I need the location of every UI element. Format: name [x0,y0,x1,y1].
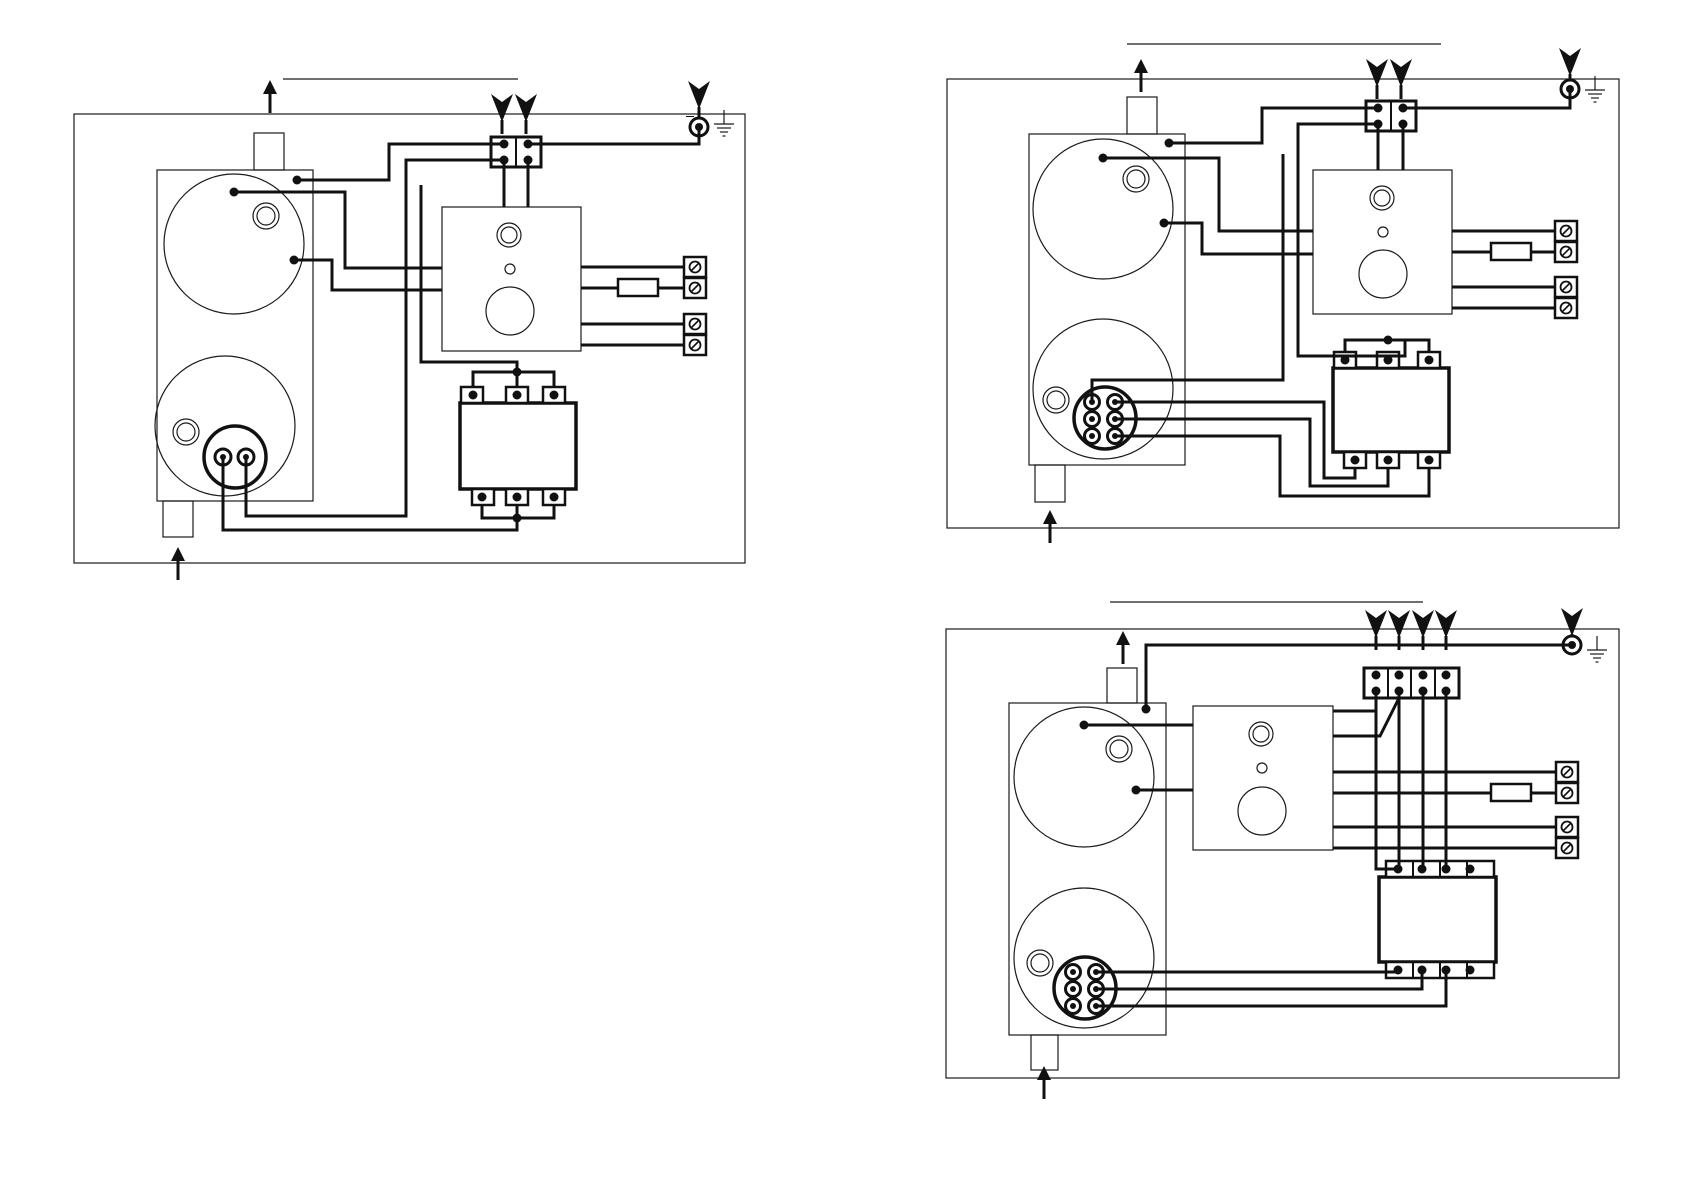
controller-box [1313,170,1452,314]
outlet-arrow-icon [1116,631,1130,664]
earth-icon [1587,636,1607,662]
tank-body [157,170,313,501]
screw-terminal-icon [1555,221,1577,241]
controller-box [442,207,581,351]
outlet-pipe [254,133,284,170]
earth-icon [1585,76,1605,102]
outlet-pipe [1107,668,1137,703]
heater-terminal-ring [204,426,266,488]
contactor [1379,861,1496,978]
outlet-pipe [1127,97,1157,134]
heater-flange [1033,319,1173,459]
controller-box [1193,706,1333,850]
inlet-pipe [1031,1035,1058,1070]
inlet-pipe [163,501,193,537]
fuse-icon [618,279,658,296]
diagram-single-phase [74,79,745,580]
diagram-three-phase-3-wire [947,44,1619,543]
fuse-icon [1491,243,1531,260]
wire [1146,645,1572,709]
outlet-arrow-icon [263,80,277,113]
enclosure-frame [946,629,1619,1078]
inlet-arrow-icon [1037,1066,1051,1099]
enclosure-frame [74,114,745,563]
diagram-three-phase-4-wire [946,602,1619,1099]
wire [297,144,504,180]
tank-body [1009,703,1166,1035]
inlet-pipe [1035,465,1065,502]
contactor [1333,352,1449,468]
inlet-arrow-icon [1043,510,1057,543]
outlet-arrow-icon [1134,59,1148,92]
screw-terminal-icon [684,257,706,277]
fuse-icon [1491,784,1531,801]
earth-arrow-icon [688,81,710,121]
contactor [460,387,576,505]
screw-terminal-icon [1556,762,1578,782]
